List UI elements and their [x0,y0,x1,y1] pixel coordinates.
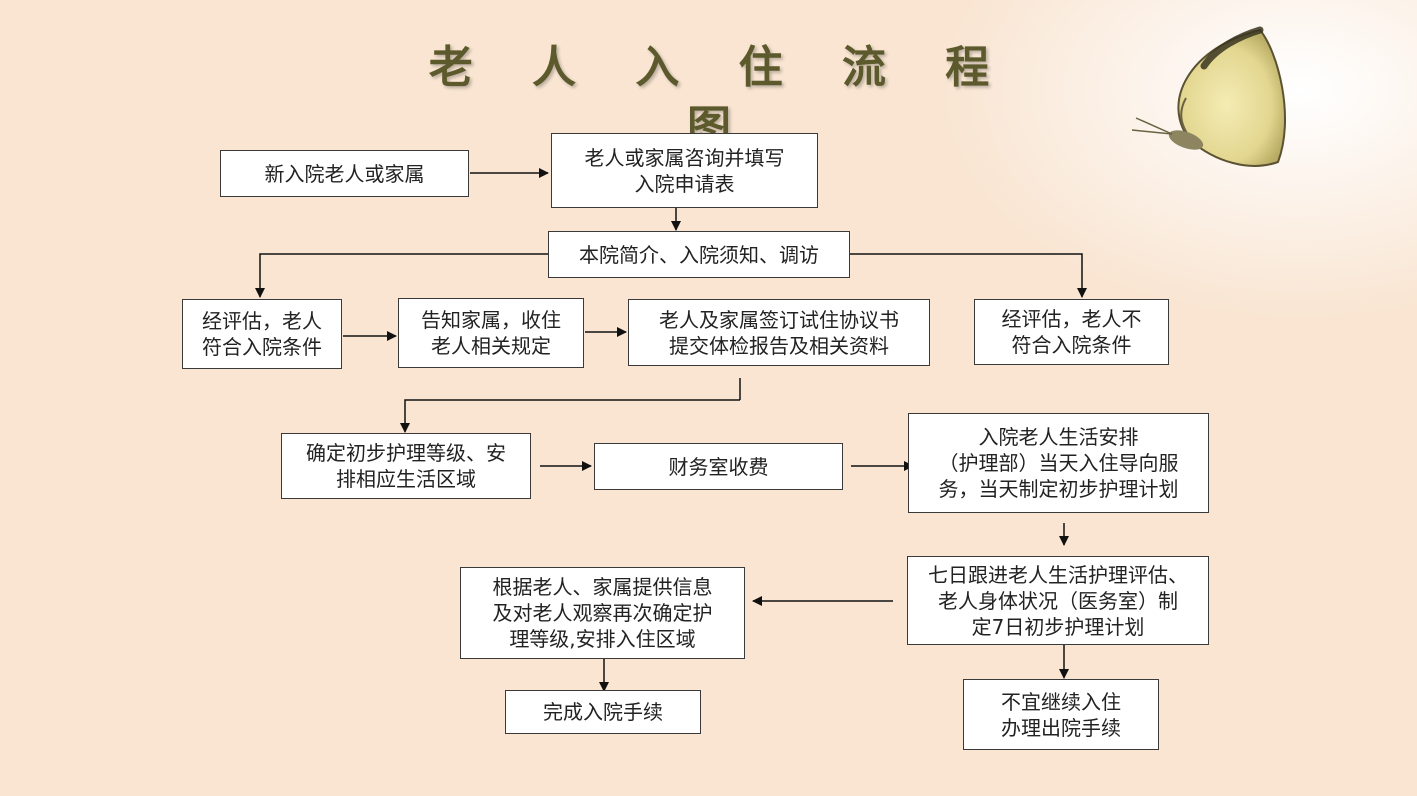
step-reconfirm: 根据老人、家属提供信息 及对老人观察再次确定护 理等级,安排入住区域 [460,567,745,659]
step-arrange: 入院老人生活安排 （护理部）当天入住导向服 务，当天制定初步护理计划 [908,413,1209,513]
butterfly-decoration [1131,26,1286,167]
step-followup: 七日跟进老人生活护理评估、 老人身体状况（医务室）制 定7日初步护理计划 [907,556,1209,645]
arrow-sign-to-grade [405,378,741,432]
step-intro: 本院简介、入院须知、调访 [548,231,850,278]
step-ineligible: 经评估，老人不 符合入院条件 [974,299,1169,365]
step-sign: 老人及家属签订试住协议书 提交体检报告及相关资料 [628,299,930,366]
step-finance: 财务室收费 [594,443,843,490]
step-complete: 完成入院手续 [505,690,701,734]
step-discharge: 不宜继续入住 办理出院手续 [963,679,1159,750]
step-applicant: 新入院老人或家属 [220,150,469,197]
arrow-intro-to-eligible [255,253,548,298]
page-title: 老 人 入 住 流 程 图 [428,42,1012,153]
step-consult: 老人或家属咨询并填写 入院申请表 [551,133,818,208]
step-eligible: 经评估，老人 符合入院条件 [182,299,342,369]
arrow-intro-to-ineligible [850,253,1087,298]
step-notify: 告知家属，收住 老人相关规定 [398,298,584,368]
step-grade: 确定初步护理等级、安 排相应生活区域 [281,433,531,499]
